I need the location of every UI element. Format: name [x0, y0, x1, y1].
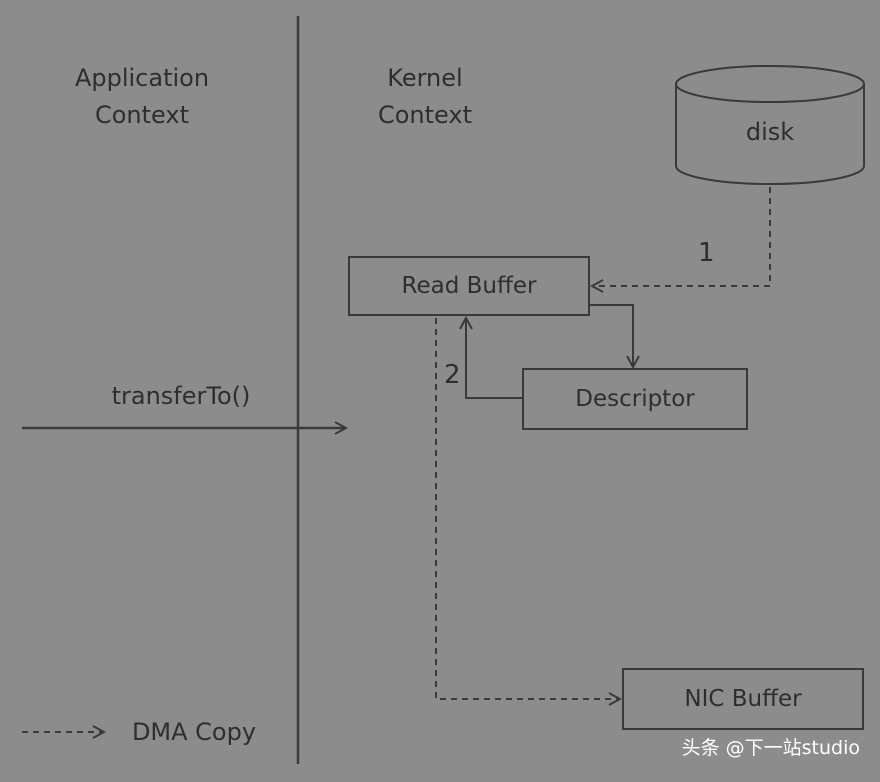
application-context-label: Application Context	[74, 64, 210, 129]
disk-cylinder	[675, 65, 865, 185]
step-2-label: 2	[444, 360, 461, 390]
dma-arrow-disk-to-read-buffer	[592, 187, 771, 286]
transfer-to-label: transferTo()	[111, 382, 251, 410]
read-buffer-box: Read Buffer	[348, 256, 590, 316]
nic-buffer-box: NIC Buffer	[622, 668, 864, 730]
step-1-label: 1	[698, 238, 715, 268]
descriptor-box: Descriptor	[522, 368, 748, 430]
watermark: 头条 @下一站studio	[681, 737, 860, 759]
legend-dma-copy-label: DMA Copy	[131, 718, 257, 746]
arrow-descriptor-to-read-buffer	[466, 318, 522, 399]
disk-label: disk	[745, 118, 795, 146]
arrow-read-buffer-to-descriptor	[590, 304, 633, 367]
dma-arrow-read-buffer-to-nic-buffer	[435, 318, 620, 699]
kernel-context-label: Kernel Context	[377, 64, 473, 129]
